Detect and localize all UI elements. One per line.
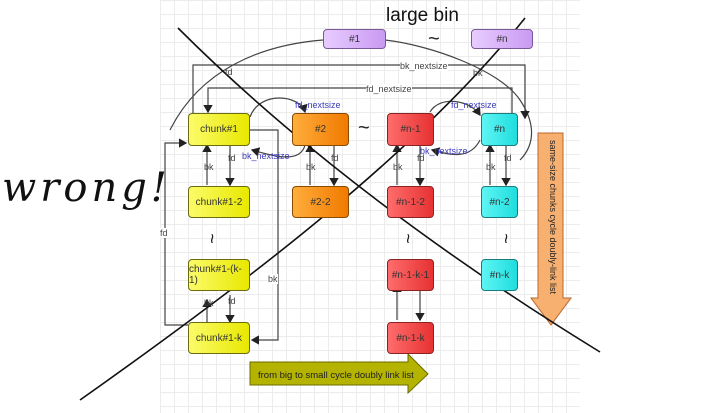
ellipsis-col1: ~ xyxy=(201,233,222,244)
chunk-n: #n xyxy=(481,113,518,146)
label-bk-nextsize-top: bk_nextsize xyxy=(400,61,448,71)
fd-nextsize-loop xyxy=(203,87,513,115)
bk-nextsize-loop xyxy=(192,64,530,130)
label-bk-c1: bk xyxy=(204,162,214,172)
bin-1: #1 xyxy=(323,29,386,49)
ellipsis-col3: ~ xyxy=(397,233,418,244)
label-fd-left: fd xyxy=(160,228,168,238)
label-fd-c1: fd xyxy=(228,153,236,163)
label-fd-c1b: fd xyxy=(228,296,236,306)
horizontal-arrow-label: from big to small cycle doubly link list xyxy=(258,370,414,381)
label-bk-c1b: bk xyxy=(204,298,214,308)
label-fd-c2: fd xyxy=(331,153,339,163)
chunk-2: #2 xyxy=(292,113,349,146)
label-fd-nextsize-c2: fd_nextsize xyxy=(295,100,341,110)
chunk-n-k: #n-k xyxy=(481,259,518,291)
chunk-2-2: #2-2 xyxy=(292,186,349,218)
label-bk-c4: bk xyxy=(486,162,496,172)
label-bk-nextsize-c2: bk_nextsize xyxy=(242,151,290,161)
label-fd-top: fd xyxy=(225,67,233,77)
chunk-n-1-2: #n-1-2 xyxy=(387,186,434,218)
label-fd-nextsize-c3: fd_nextsize xyxy=(451,100,497,110)
label-bk-nextsize-c3: bk_nextsize xyxy=(420,146,468,156)
column-separator: ~ xyxy=(358,117,370,139)
bin-separator: ~ xyxy=(428,28,440,50)
chunk-n-1-k: #n-1-k xyxy=(387,322,434,354)
ellipsis-col4: ~ xyxy=(495,233,516,244)
horizontal-arrow-shape xyxy=(249,352,429,395)
label-fd-c3: fd xyxy=(417,153,425,163)
chunk-1-k-minus-1: chunk#1-(k-1) xyxy=(188,259,250,291)
chunk-1-k: chunk#1-k xyxy=(188,322,250,354)
vertical-arrow-label: same-size chunks cycle doubly-link list xyxy=(548,140,558,295)
chunk-1: chunk#1 xyxy=(188,113,250,146)
diagram-title: large bin xyxy=(386,5,459,26)
bin-arc-bk xyxy=(384,39,533,161)
label-fd-nextsize-top: fd_nextsize xyxy=(366,84,412,94)
cross-line-1 xyxy=(177,27,601,353)
chunk-n-1: #n-1 xyxy=(387,113,434,146)
bin-n: #n xyxy=(471,29,533,49)
bin-arc-fd xyxy=(169,39,324,131)
label-fd-c4: fd xyxy=(504,153,512,163)
vertical-arrow-shape xyxy=(530,132,572,326)
chunk-n-1-k-minus-1: #n-1-k-1 xyxy=(387,259,434,291)
chunk-n-2: #n-2 xyxy=(481,186,518,218)
label-bk-c2: bk xyxy=(306,162,316,172)
label-bk-top: bk xyxy=(473,68,483,78)
chunk-1-2: chunk#1-2 xyxy=(188,186,250,218)
label-bk-right: bk xyxy=(268,274,278,284)
wrong-annotation: wrong! xyxy=(2,165,171,211)
label-bk-c3: bk xyxy=(393,162,403,172)
